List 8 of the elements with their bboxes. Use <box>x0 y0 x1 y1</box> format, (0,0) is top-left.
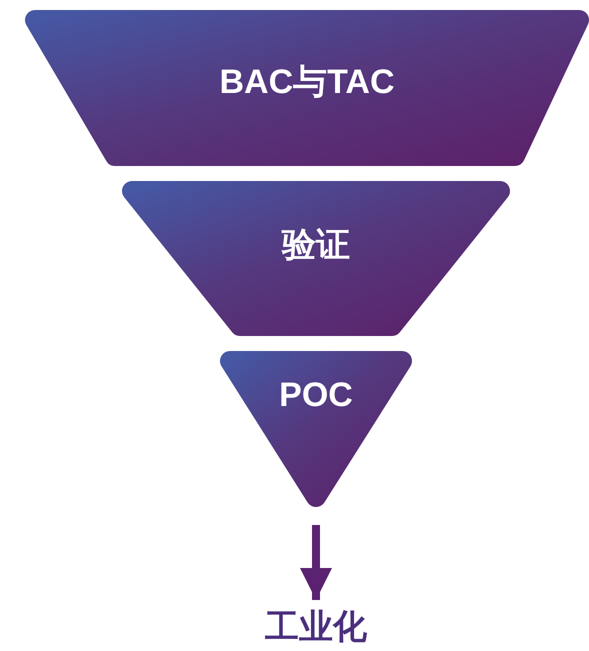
stage-label: POC <box>279 375 353 415</box>
arrow <box>300 525 332 600</box>
funnel-stage <box>220 351 412 509</box>
stage-label: BAC与TAC <box>220 62 394 102</box>
result-label: 工业化 <box>265 607 367 647</box>
funnel-stage <box>25 10 589 166</box>
funnel-stage <box>122 181 510 336</box>
stage-label: 验证 <box>282 225 350 265</box>
